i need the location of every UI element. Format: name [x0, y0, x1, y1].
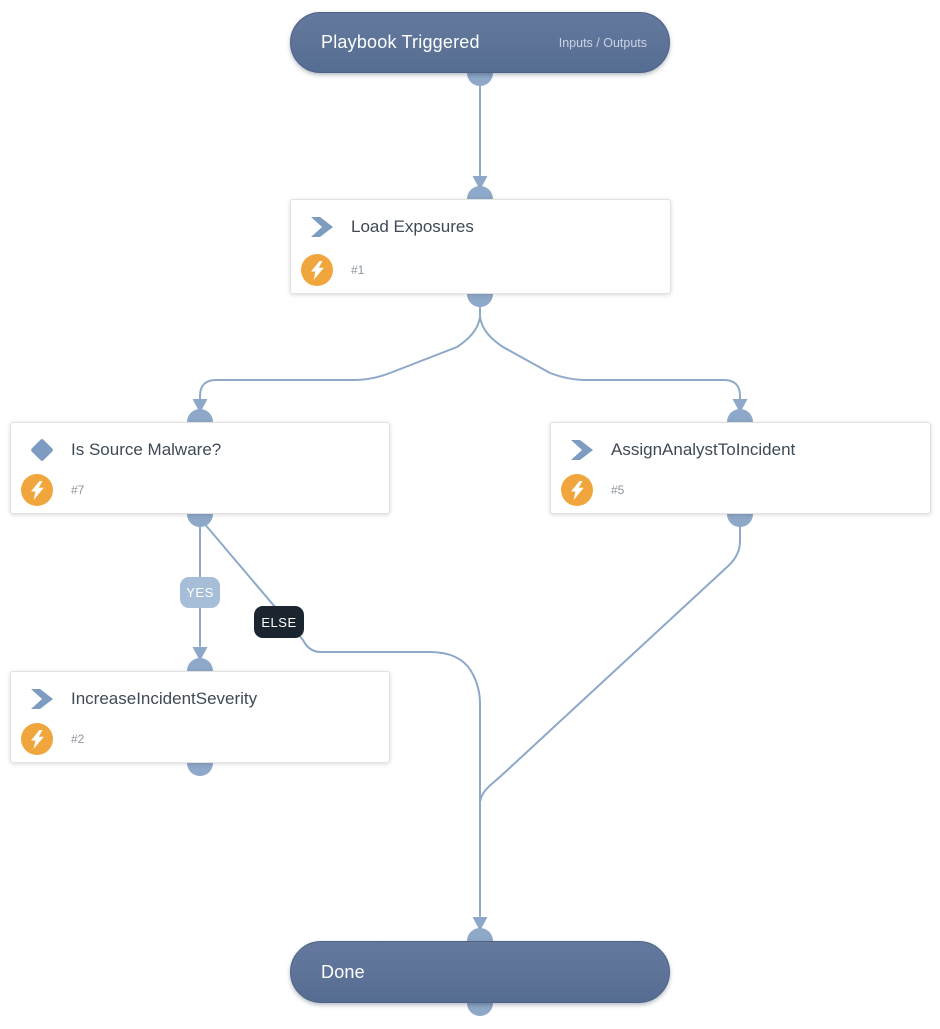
task-number: #5	[611, 483, 625, 497]
action-chevron-icon	[29, 686, 55, 712]
task-node-load-exposures[interactable]: Load Exposures #1	[290, 199, 671, 294]
end-node-label: Done	[321, 961, 365, 982]
automation-bolt-icon	[301, 254, 333, 286]
inputs-outputs-link[interactable]: Inputs / Outputs	[558, 35, 647, 50]
else-edge-label-text: ELSE	[261, 614, 297, 630]
action-chevron-icon	[569, 437, 595, 463]
automation-bolt-icon	[561, 474, 593, 506]
task-title: Is Source Malware?	[71, 440, 222, 459]
task-title: IncreaseIncidentSeverity	[71, 689, 258, 708]
task-title: Load Exposures	[351, 217, 474, 236]
else-edge-label: ELSE	[254, 606, 304, 638]
automation-bolt-icon	[21, 723, 53, 755]
yes-edge-label: YES	[180, 577, 220, 608]
yes-edge-label-text: YES	[186, 585, 214, 600]
automation-bolt-icon	[21, 474, 53, 506]
end-node-done[interactable]: Done	[290, 941, 670, 1003]
action-chevron-icon	[309, 214, 335, 240]
start-node-label: Playbook Triggered	[321, 32, 480, 52]
task-node-increase-incident-severity[interactable]: IncreaseIncidentSeverity #2	[10, 671, 390, 763]
start-node-playbook-triggered[interactable]: Playbook Triggered Inputs / Outputs	[290, 12, 670, 73]
task-number: #1	[351, 263, 365, 277]
task-node-assign-analyst-to-incident[interactable]: AssignAnalystToIncident #5	[550, 422, 931, 514]
task-number: #2	[71, 732, 85, 746]
condition-diamond-icon	[29, 437, 55, 463]
condition-node-is-source-malware[interactable]: Is Source Malware? #7	[10, 422, 390, 514]
task-title: AssignAnalystToIncident	[611, 440, 796, 459]
task-number: #7	[71, 483, 85, 497]
